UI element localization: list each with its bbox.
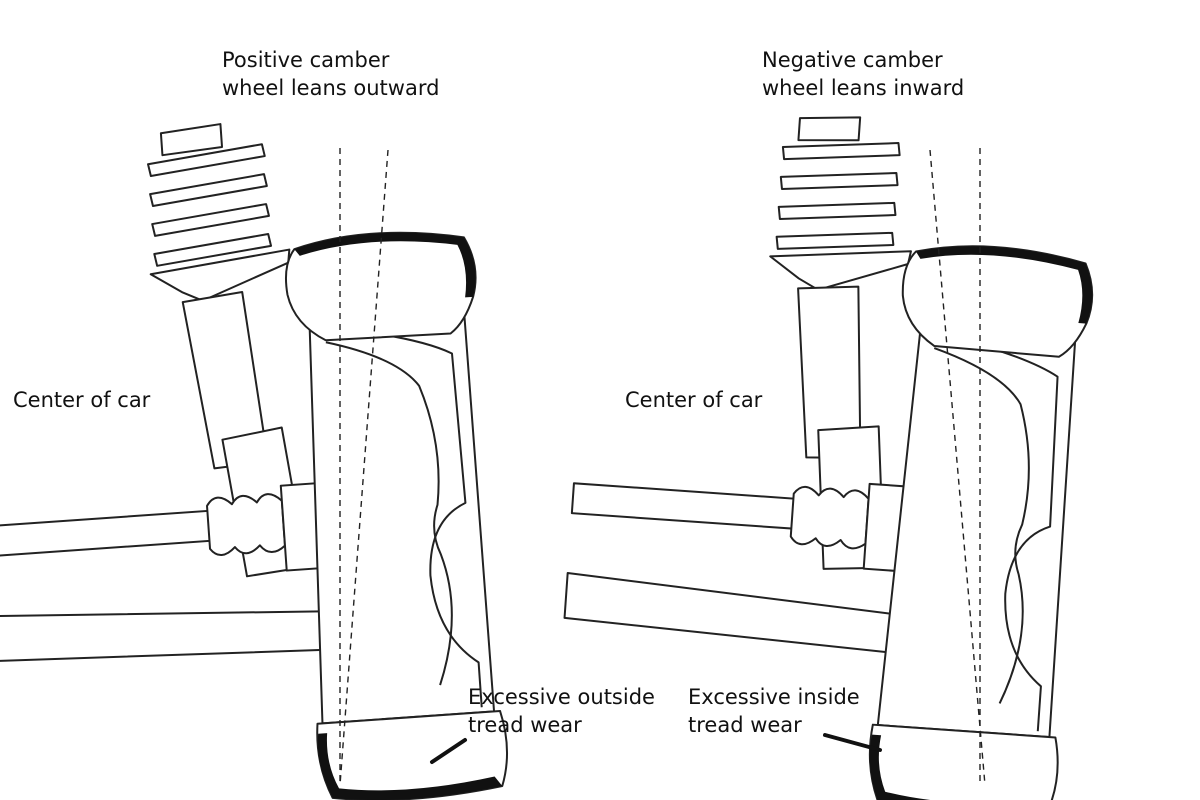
wear-pointer-left bbox=[430, 738, 467, 764]
left-center-of-car-label: Center of car bbox=[13, 388, 151, 412]
left-title: Positive camber wheel leans outward bbox=[222, 46, 439, 102]
positive-camber-assembly bbox=[0, 106, 513, 800]
right-wear-line2: tread wear bbox=[688, 713, 802, 737]
right-title-line2: wheel leans inward bbox=[762, 76, 965, 100]
left-title-line1: Positive camber bbox=[222, 48, 390, 72]
right-title: Negative camber wheel leans inward bbox=[762, 46, 964, 102]
left-title-line2: wheel leans outward bbox=[222, 76, 440, 100]
wear-pointer-right bbox=[823, 733, 882, 752]
right-center-of-car-label: Center of car bbox=[625, 388, 763, 412]
left-wear-line1: Excessive outside bbox=[468, 685, 655, 709]
right-title-line1: Negative camber bbox=[762, 48, 943, 72]
left-wear-label: Excessive outside tread wear bbox=[468, 683, 655, 739]
left-wear-line2: tread wear bbox=[468, 713, 582, 737]
right-wear-label: Excessive inside tread wear bbox=[688, 683, 860, 739]
right-wear-line1: Excessive inside bbox=[688, 685, 860, 709]
wheel-axis-line-left bbox=[339, 149, 389, 786]
wheel-axis-line-right bbox=[929, 149, 986, 786]
